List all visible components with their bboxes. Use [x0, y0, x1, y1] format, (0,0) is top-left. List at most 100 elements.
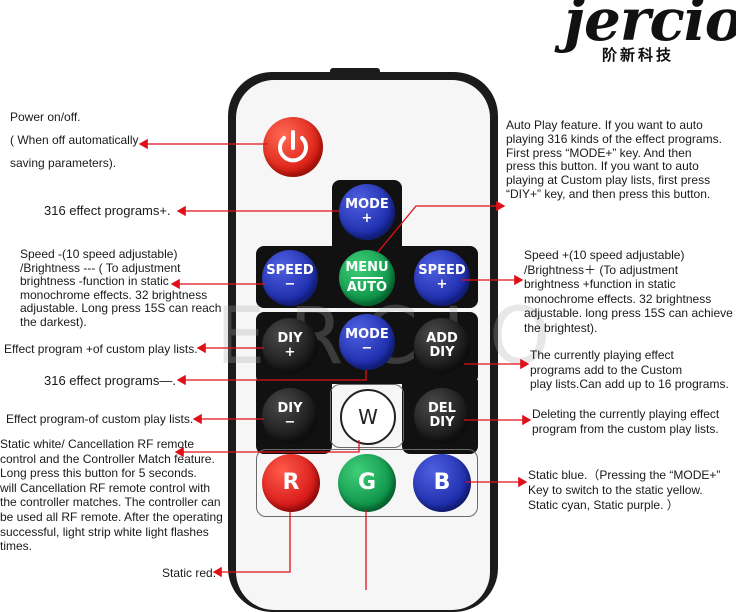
green-label: G — [357, 470, 377, 496]
label-blue: Static blue.（Pressing the “MODE+” Key to… — [528, 468, 720, 513]
blue-button[interactable]: B — [413, 454, 471, 512]
speed-plus-button[interactable]: SPEED + — [414, 250, 470, 306]
add-diy-label: DIY — [429, 345, 455, 360]
label-blue-line: Static blue.（Pressing the “MODE+” — [528, 468, 721, 482]
green-button[interactable]: G — [338, 454, 396, 512]
label-add-diy-line: programs add to the Custom — [530, 362, 683, 377]
label-del-diy-line: program from the custom play lists. — [532, 421, 719, 436]
power-button[interactable] — [263, 117, 323, 177]
mode-minus-label: MODE — [345, 327, 389, 343]
label-speed-plus-line: /Brightness＋ (To adjustment — [524, 262, 679, 277]
red-button[interactable]: R — [262, 454, 320, 512]
label-add-diy: The currently playing effect programs ad… — [530, 348, 729, 392]
label-menu-auto-line: “DIY+” key, and then press this button. — [506, 186, 711, 201]
auto-label: AUTO — [346, 280, 388, 295]
callout-arrows — [138, 138, 532, 590]
label-red-line: Static red. — [162, 566, 217, 580]
label-speed-minus-line: brightness -function in static — [20, 274, 169, 288]
logo-wordmark: jercio — [564, 0, 736, 54]
label-speed-plus-line: the brightest). — [524, 320, 598, 335]
label-speed-plus-line: adjustable. long press 15S can achieve — [524, 306, 733, 321]
label-add-diy-line: play lists.Can add up to 16 programs. — [530, 377, 729, 391]
blue-label: B — [433, 470, 451, 496]
label-menu-auto-line: Auto Play feature. If you want to auto — [506, 118, 703, 132]
arrow-white — [174, 440, 360, 458]
diy-minus-sign: − — [284, 415, 296, 430]
logo-subtitle: 阶新科技 — [602, 46, 675, 64]
label-mode-plus: 316 effect programs+. — [44, 203, 171, 219]
label-white-line: the controller matches. The controller c… — [0, 495, 221, 510]
red-label: R — [282, 470, 300, 496]
label-menu-auto: Auto Play feature. If you want to auto p… — [506, 118, 722, 202]
label-add-diy-line: The currently playing effect — [530, 348, 674, 362]
speed-minus-button[interactable]: SPEED − — [262, 250, 318, 306]
menu-label: MENU — [345, 260, 389, 276]
diy-minus-button[interactable]: DIY − — [262, 388, 318, 444]
del-label: DEL — [428, 401, 456, 417]
mode-plus-label: MODE — [345, 197, 389, 213]
label-white-line: Static white/ Cancellation RF remote — [0, 437, 195, 451]
label-mode-minus-line: 316 effect programs—. — [44, 373, 176, 388]
label-mode-minus: 316 effect programs—. — [44, 373, 176, 389]
label-diy-minus: Effect program-of custom play lists. — [6, 412, 193, 427]
arrow-red — [212, 512, 291, 578]
add-label: ADD — [426, 331, 458, 347]
label-speed-minus: Speed -(10 speed adjustable) /Brightness… — [20, 247, 222, 329]
label-speed-minus-line: /Brightness --- ( To adjustment — [20, 260, 181, 275]
arrow-menu-auto — [377, 200, 506, 253]
label-del-diy: Deleting the currently playing effect pr… — [532, 407, 719, 436]
mode-minus-sign: − — [361, 341, 373, 356]
label-white: Static white/ Cancellation RF remote con… — [0, 437, 223, 554]
speed-plus-sign: + — [436, 277, 448, 292]
del-diy-label: DIY — [429, 415, 455, 430]
label-speed-minus-line: adjustable. Long press 15S can reach — [20, 301, 222, 315]
label-power-line: ( When off automatically — [10, 133, 139, 147]
diy-minus-label: DIY — [277, 401, 303, 417]
label-white-line: control and the Controller Match feature… — [0, 451, 215, 466]
label-white-line: will Cancellation RF remote control with — [0, 480, 211, 495]
diy-plus-label: DIY — [277, 331, 303, 347]
label-del-diy-line: Deleting the currently playing effect — [532, 407, 720, 421]
label-diy-plus: Effect program +of custom play lists. — [4, 342, 198, 357]
label-blue-line: Static cyan, Static purple. ） — [528, 498, 679, 512]
label-menu-auto-line: press this button. If you want to auto — [506, 159, 699, 174]
speed-minus-sign: − — [284, 277, 296, 292]
label-mode-plus-line: 316 effect programs+. — [44, 203, 171, 218]
add-diy-button[interactable]: ADD DIY — [414, 318, 470, 374]
label-white-line: be used all RF remote. After the operati… — [0, 509, 223, 524]
label-speed-minus-line: monochrome effects. 32 brightness — [20, 287, 208, 302]
label-diy-plus-line: Effect program +of custom play lists. — [4, 342, 198, 356]
mode-minus-button[interactable]: MODE − — [339, 314, 395, 370]
label-power-line: Power on/off. — [10, 110, 81, 124]
label-menu-auto-line: First press “MODE+” key. And then — [506, 145, 692, 160]
diy-plus-sign: + — [284, 345, 296, 360]
label-speed-plus-line: monochrome effects. 32 brightness — [524, 291, 712, 306]
label-speed-plus: Speed +(10 speed adjustable) /Brightness… — [524, 248, 733, 336]
diy-plus-button[interactable]: DIY + — [262, 318, 318, 374]
white-button-frame — [330, 384, 404, 448]
label-speed-plus-line: Speed +(10 speed adjustable) — [524, 248, 685, 262]
white-button[interactable]: W — [340, 389, 396, 445]
white-label: W — [358, 404, 378, 429]
menu-divider — [351, 277, 383, 279]
label-power: Power on/off. ( When off automatically s… — [10, 106, 139, 175]
label-speed-plus-line: brightness +function in static — [524, 277, 676, 292]
label-menu-auto-line: playing at Custom play lists, first pres… — [506, 173, 711, 188]
mode-plus-sign: + — [361, 211, 373, 226]
mode-plus-button[interactable]: MODE + — [339, 184, 395, 240]
speed-minus-label: SPEED — [266, 263, 314, 279]
speed-plus-label: SPEED — [418, 263, 466, 279]
power-icon — [278, 130, 308, 163]
label-white-line: times. — [0, 539, 33, 554]
menu-auto-button[interactable]: MENU AUTO — [339, 250, 395, 306]
brand-logo: jercio 阶新科技 — [560, 0, 736, 70]
label-speed-minus-line: the darkest). — [20, 314, 87, 329]
label-red: Static red. — [162, 566, 216, 581]
label-menu-auto-line: playing 316 kinds of the effect programs… — [506, 131, 722, 146]
label-speed-minus-line: Speed -(10 speed adjustable) — [20, 247, 178, 261]
del-diy-button[interactable]: DEL DIY — [414, 388, 470, 444]
label-white-line: successful, light strip white light flas… — [0, 524, 209, 539]
label-white-line: Long press this button for 5 seconds. — [0, 466, 197, 481]
label-blue-line: Key to switch to the static yellow. — [528, 483, 703, 497]
label-diy-minus-line: Effect program-of custom play lists. — [6, 412, 194, 426]
